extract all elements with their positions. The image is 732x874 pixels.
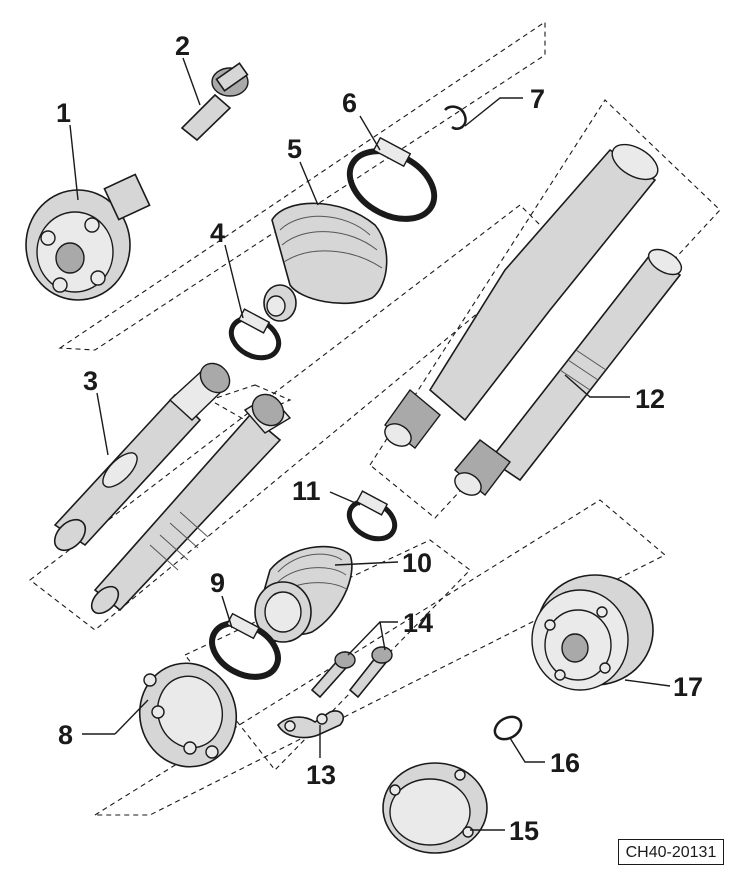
callout-14: 14 [403,608,433,638]
callout-2: 2 [175,31,190,61]
intermediate-drive-shaft [90,393,292,615]
joint-bolts [310,646,393,699]
circlip-large [493,715,523,741]
callout-1: 1 [56,98,71,128]
bolt [180,62,249,142]
callout-3: 3 [83,366,98,396]
group-outline-inner-joint [93,499,666,816]
lock-plates [277,710,345,739]
callout-6: 6 [342,88,357,118]
callout-15: 15 [509,816,539,846]
callout-11: 11 [292,476,321,506]
callout-16: 16 [550,748,580,778]
long-drive-shaft-assembly [384,143,683,497]
callout-4: 4 [210,218,225,248]
reference-code-box: CH40-20131 [618,839,724,865]
callout-7: 7 [530,84,545,114]
callout-9: 9 [210,568,225,598]
inner-cv-joint [531,574,654,691]
callout-13: 13 [306,760,336,790]
callout-17: 17 [673,672,703,702]
inner-boot [254,545,353,643]
inner-joint-flange [138,662,238,768]
callout-5: 5 [287,134,302,164]
circlip-small [444,105,467,131]
callout-8: 8 [58,720,73,750]
group-outline-long-shaft [369,99,721,519]
callout-10: 10 [402,548,432,578]
outer-cv-joint [25,173,151,301]
outer-boot [263,202,388,322]
short-drive-shaft [53,362,231,552]
small-hose-clamp-lower [346,490,398,542]
cover-cap [382,762,488,854]
callout-labels: 1 2 3 4 5 6 7 8 9 10 11 12 13 14 15 16 1… [56,31,703,846]
callout-12: 12 [635,384,665,414]
leader-lines [69,57,671,831]
group-outline-outer-joint [58,20,546,351]
